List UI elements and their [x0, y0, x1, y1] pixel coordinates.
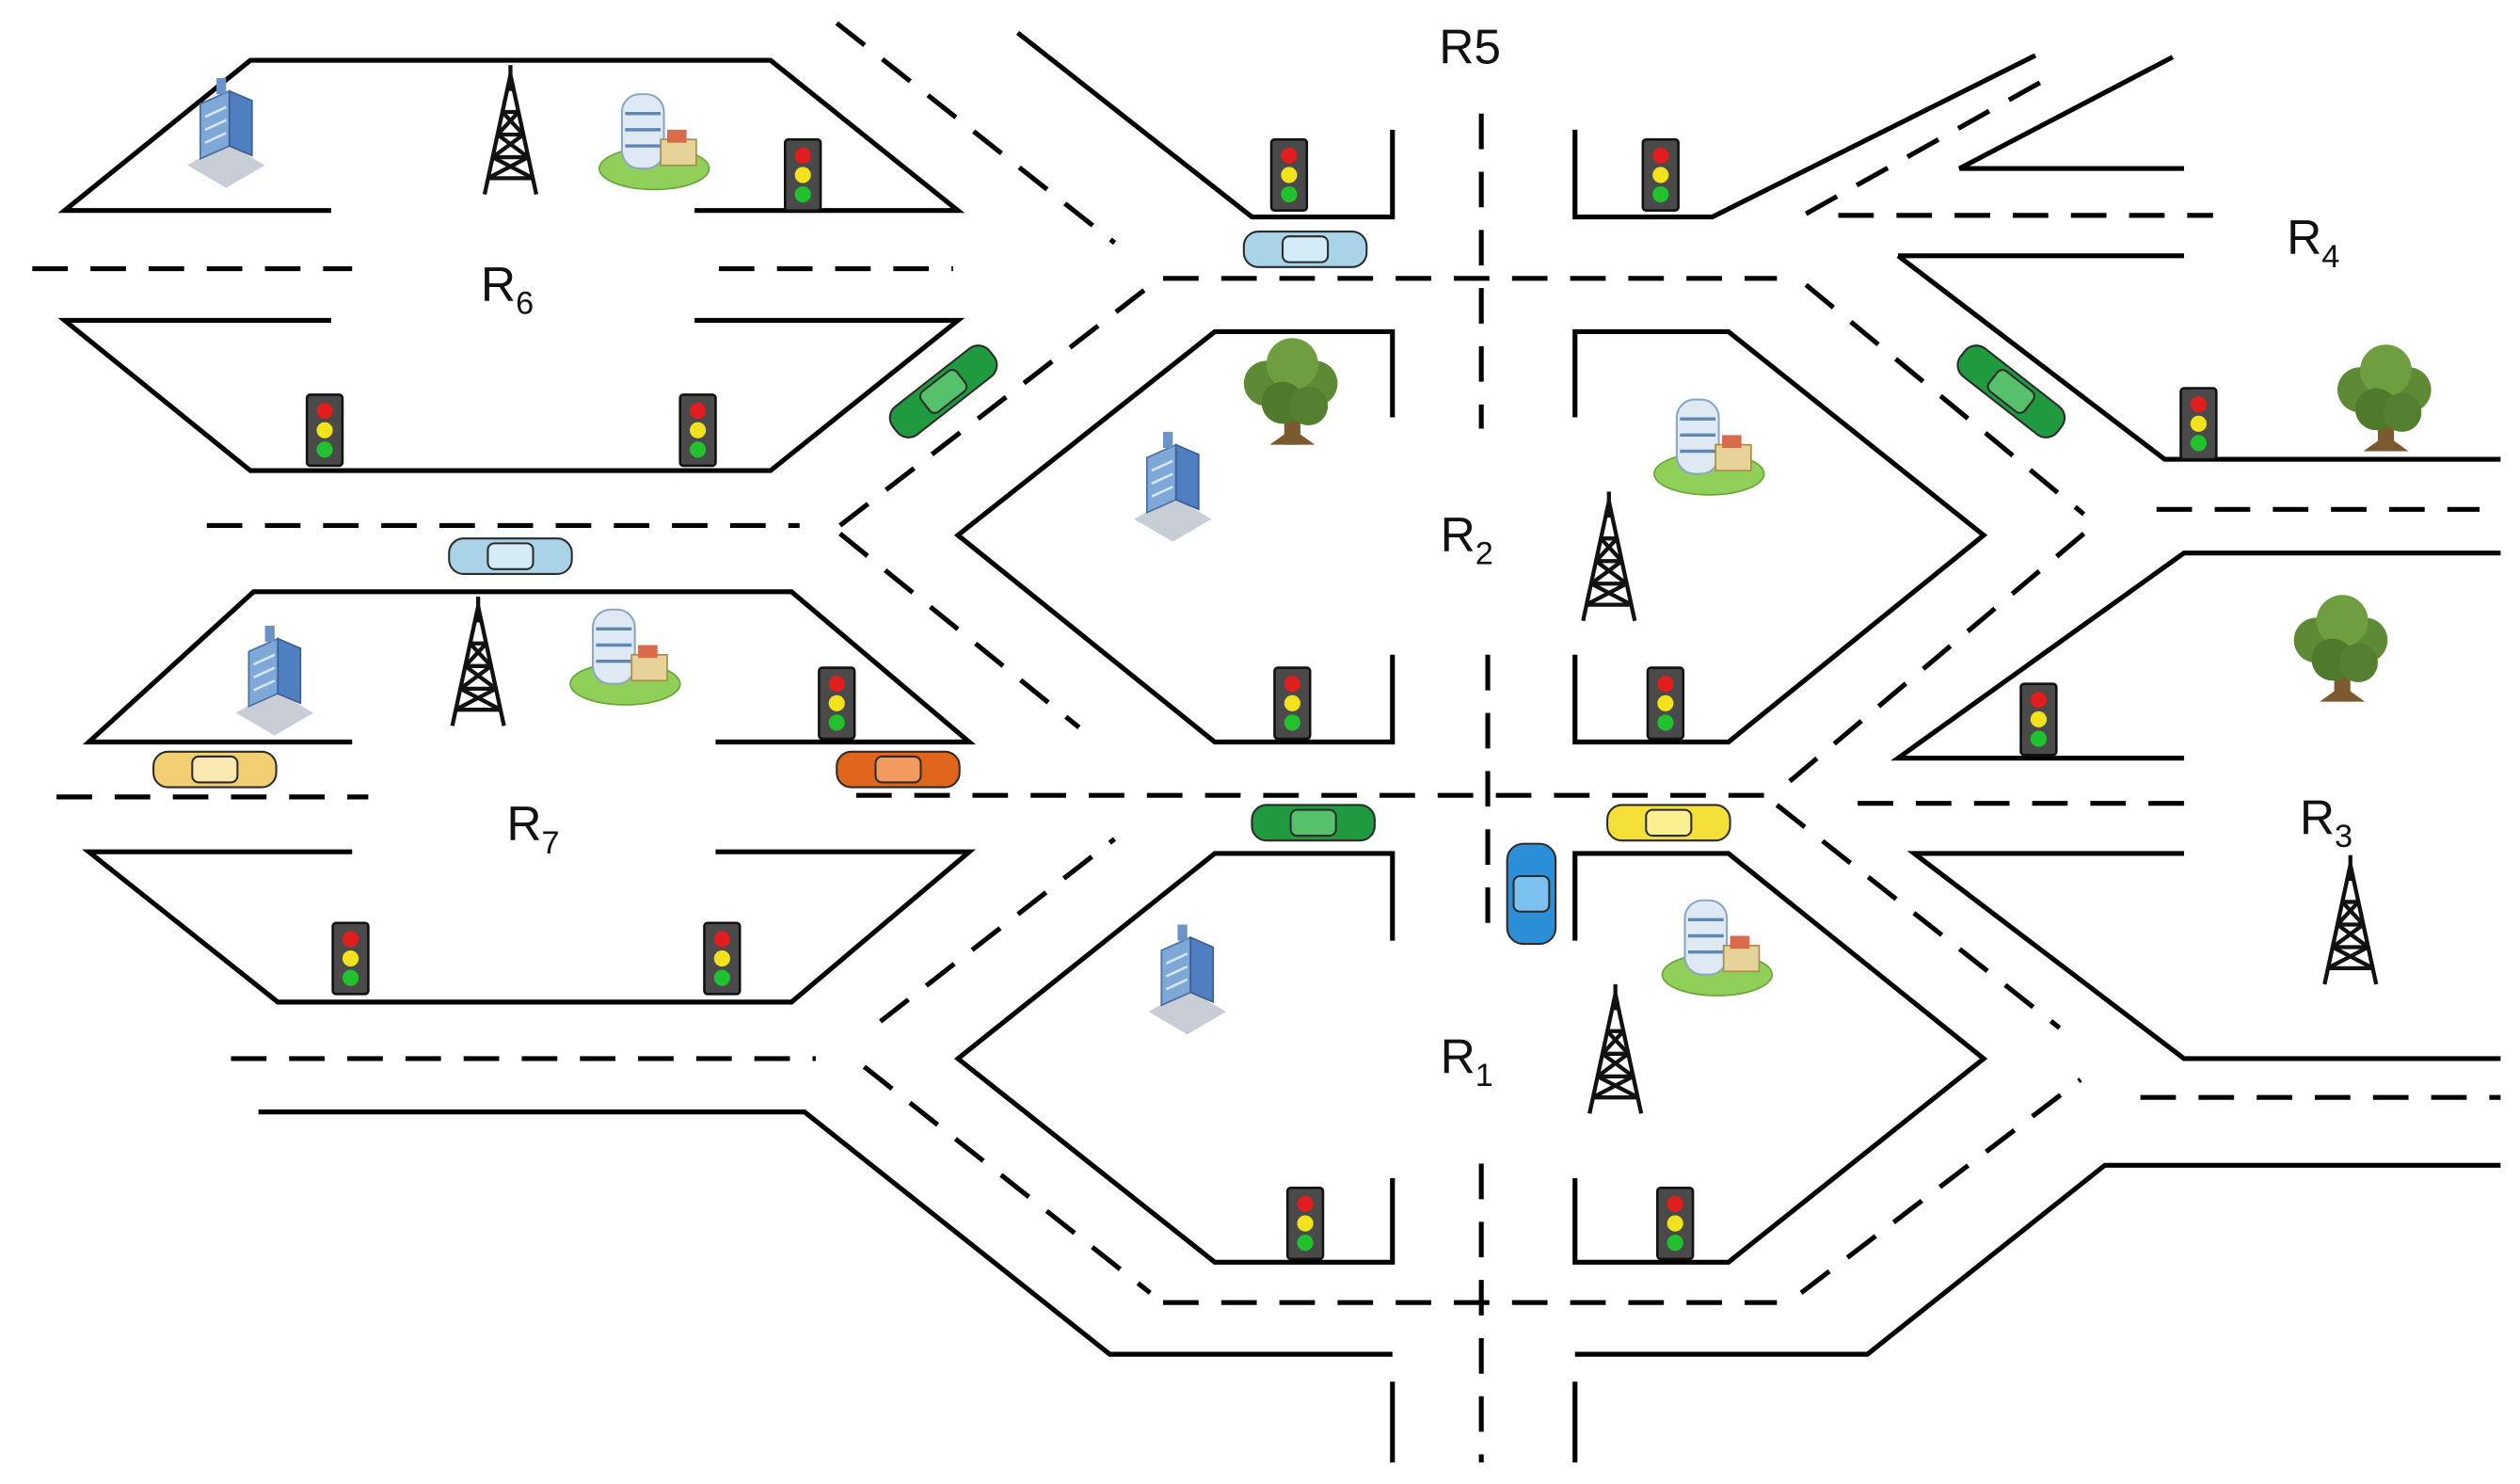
lane-markings — [32, 21, 2501, 1463]
region-label-r2: R2 — [1441, 507, 1493, 572]
car-icon — [448, 537, 573, 575]
traffic-light-icon — [1285, 1187, 1325, 1261]
traffic-light-icon — [331, 921, 370, 996]
traffic-light-icon — [1656, 1187, 1695, 1261]
office-building-icon — [185, 76, 266, 189]
car-icon — [888, 344, 998, 439]
car-icon — [836, 750, 961, 789]
traffic-light-icon — [2179, 387, 2218, 461]
trees — [1243, 338, 2432, 702]
traffic-light-icon — [784, 137, 822, 213]
cell-tower-icon — [1583, 491, 1635, 620]
cell-tower-icon — [2324, 855, 2376, 984]
region-label-r3: R3 — [2300, 790, 2353, 854]
region-label-r1: R1 — [1441, 1029, 1493, 1093]
road-edges — [57, 30, 2501, 1463]
traffic-light-icon — [703, 921, 742, 996]
traffic-light-icon — [818, 666, 856, 741]
tree-icon — [2293, 595, 2388, 702]
car-icon — [1242, 231, 1368, 268]
car-icon — [1251, 804, 1376, 842]
traffic-light-icon — [1269, 137, 1309, 213]
cell-tower-icon — [1589, 984, 1641, 1113]
traffic-light-icon — [2019, 682, 2058, 757]
traffic-light-icon — [1273, 666, 1312, 741]
tree-icon — [2337, 344, 2432, 452]
cell-tower-icon — [485, 65, 536, 194]
car-icon — [1956, 344, 2066, 439]
region-labels: R1 R2 R3 R4 R5 R6 R7 — [481, 20, 2353, 1094]
traffic-light-icon — [305, 393, 344, 468]
vehicles — [152, 231, 2066, 946]
hospital-building-icon — [598, 92, 711, 192]
car-icon — [1506, 842, 1557, 946]
car-icon — [1606, 804, 1731, 842]
region-label-r4: R4 — [2287, 210, 2339, 275]
hospital-building-icon — [1660, 899, 1774, 997]
traffic-light-icon — [678, 393, 717, 468]
hospital-building-icon — [568, 608, 682, 707]
region-label-r7: R7 — [506, 796, 559, 861]
tree-icon — [1243, 338, 1338, 445]
cell-tower-icon — [453, 597, 504, 726]
car-icon — [152, 750, 278, 789]
office-building-icon — [1132, 430, 1213, 543]
region-label-r6: R6 — [481, 257, 534, 322]
traffic-light-icon — [1641, 137, 1680, 213]
hospital-building-icon — [1652, 397, 1766, 497]
region-label-r5: R5 — [1439, 20, 1501, 74]
office-building-icon — [1147, 923, 1228, 1036]
traffic-light-icon — [1646, 666, 1685, 741]
office-building-icon — [234, 624, 315, 737]
